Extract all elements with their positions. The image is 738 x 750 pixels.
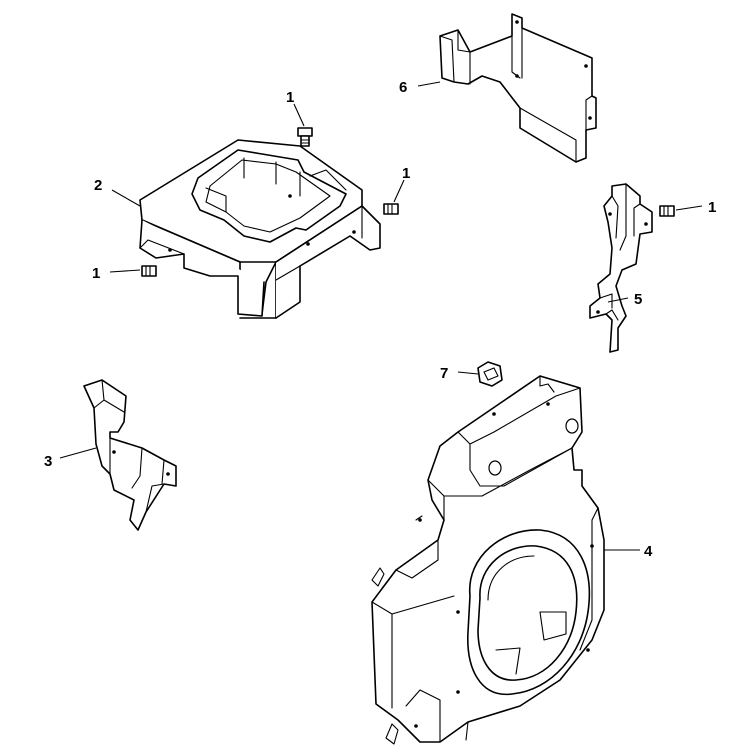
leader-3 [59,447,97,459]
part-3-left-bracket [83,379,177,531]
callout-7: 7 [440,365,448,382]
part-1-bolt-right-frame [383,203,399,215]
leader-lines [59,81,703,551]
callout-1-top: 1 [286,89,294,106]
callout-5: 5 [634,291,642,308]
leader-1b [393,179,405,203]
part-1-bolt-right-bracket [659,205,675,217]
part-2-top-shroud [139,139,381,319]
part-4-blower-housing [371,375,605,745]
callout-1-left: 1 [92,265,100,282]
callout-6: 6 [399,79,407,96]
leader-6 [417,81,441,87]
leader-5 [607,297,629,303]
callout-1-right-bracket: 1 [708,199,716,216]
callout-3: 3 [44,453,52,470]
leader-1c [109,269,141,273]
part-1-bolt-top [297,127,313,147]
leader-1a [293,103,305,127]
part-1-bolt-left [141,265,157,277]
leader-2 [111,189,141,207]
callout-2: 2 [94,177,102,194]
part-7-grommet [477,361,503,387]
part-5-side-bracket [589,183,653,353]
callout-4: 4 [644,543,653,560]
leader-7 [457,371,479,375]
callouts: 6 1 2 1 1 1 5 7 3 4 [44,79,716,560]
part-6-shield-plate [439,13,597,163]
leader-1d [675,205,703,211]
callout-1-right-frame: 1 [402,165,410,182]
